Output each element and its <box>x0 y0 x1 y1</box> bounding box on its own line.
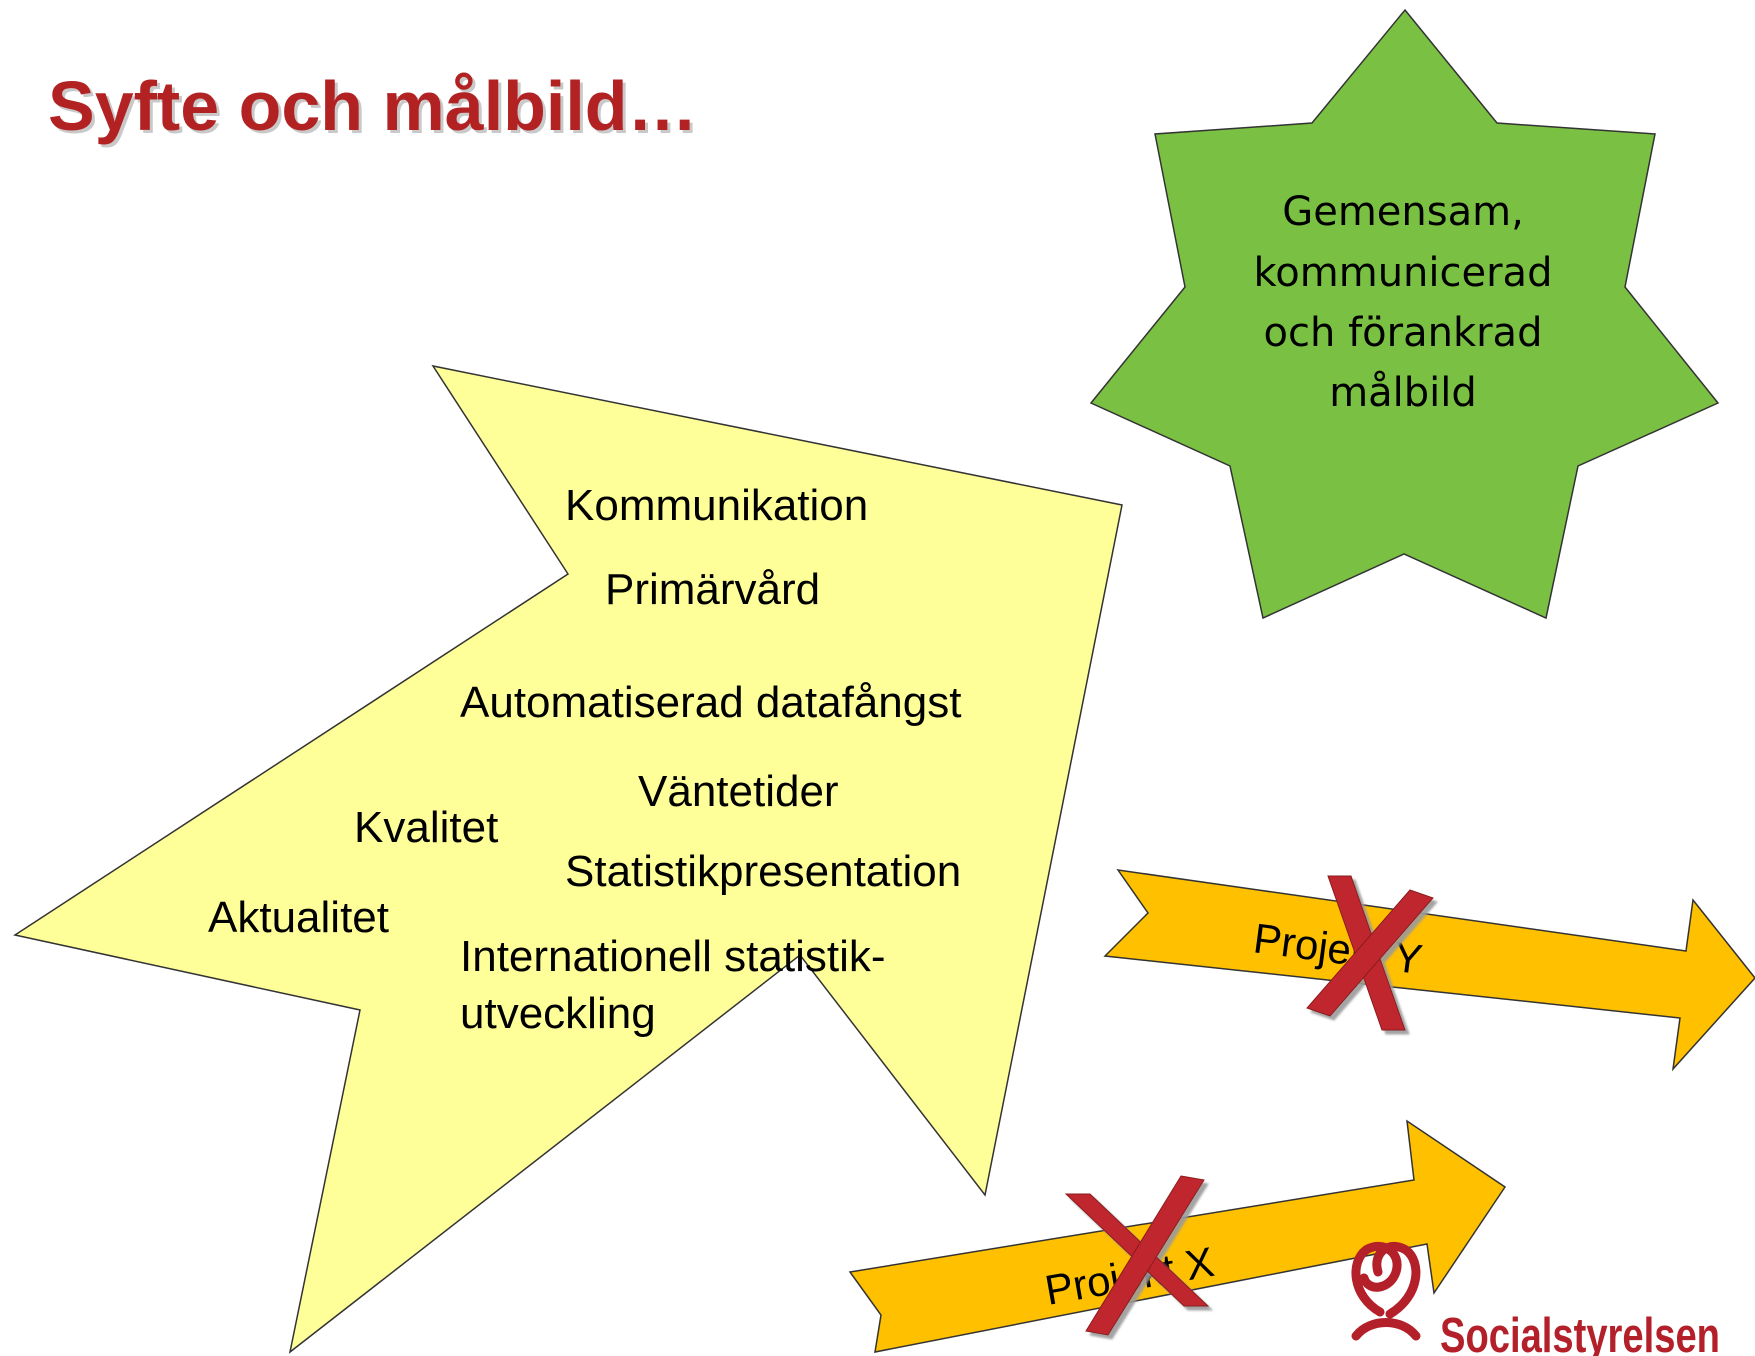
goal-star-line-4: målbild <box>1329 370 1477 416</box>
keyword-vantetider: Väntetider <box>638 767 839 816</box>
project-x-arrow-shape <box>848 1119 1507 1353</box>
logo-text: Socialstyrelsen <box>1440 1309 1720 1356</box>
goal-star-line-1: Gemensam, <box>1282 189 1524 235</box>
project-y-x-mark-icon <box>1306 875 1434 1031</box>
keyword-kvalitet: Kvalitet <box>354 803 498 852</box>
socialstyrelsen-logo: Socialstyrelsen <box>1351 1241 1720 1356</box>
big-arrow-shape <box>13 364 1123 1354</box>
keyword-statistikpresentation: Statistikpresentation <box>565 847 961 896</box>
socialstyrelsen-emblem-icon <box>1351 1241 1421 1341</box>
keyword-primarvard: Primärvård <box>605 565 820 614</box>
keyword-aktualitet: Aktualitet <box>208 893 389 942</box>
goal-star-line-3: och förankrad <box>1264 310 1543 356</box>
goal-star-line-2: kommunicerad <box>1254 250 1553 296</box>
project-x-x-mark-icon <box>1064 1175 1210 1336</box>
project-y-arrow-shape <box>1103 869 1755 1072</box>
keyword-internationell-line1: Internationell statistik- <box>460 932 886 981</box>
goal-star-shape <box>1089 8 1720 620</box>
keyword-automatiserad-datafangst: Automatiserad datafångst <box>460 678 961 727</box>
page-title: Syfte och målbild… <box>48 67 698 145</box>
keyword-internationell-line2: utveckling <box>460 989 656 1038</box>
keyword-kommunikation: Kommunikation <box>565 481 868 530</box>
